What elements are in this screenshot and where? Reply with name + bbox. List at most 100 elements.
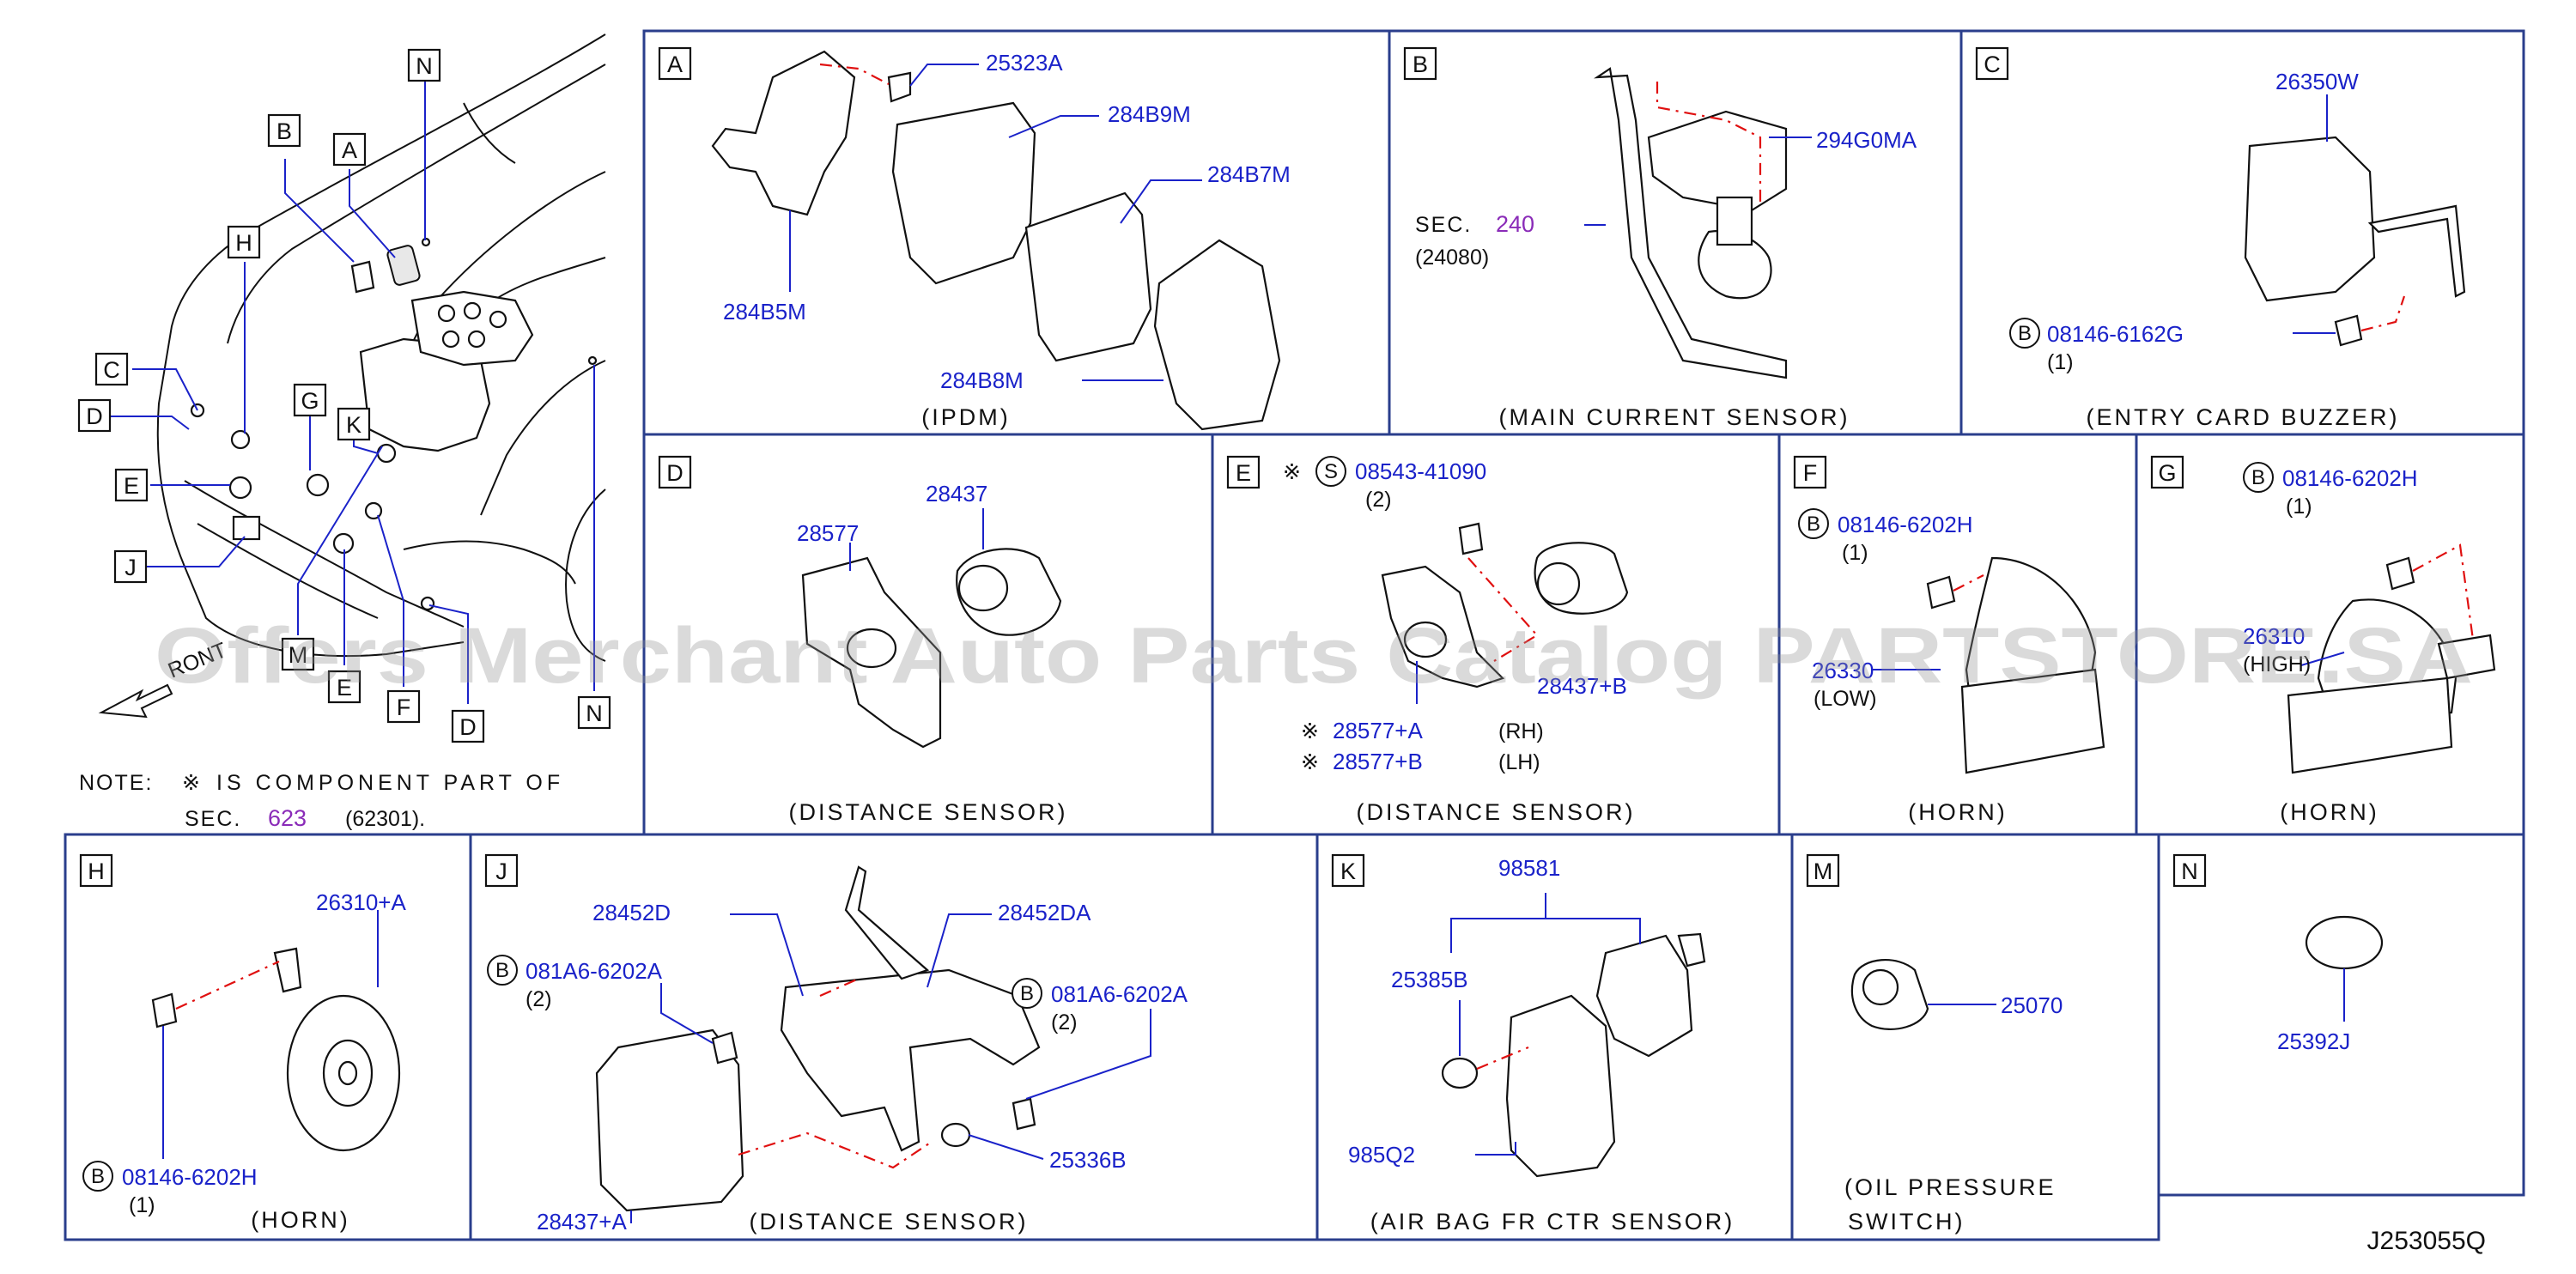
wheel-arch-line xyxy=(480,360,606,516)
part-28452da[interactable]: 28452DA xyxy=(998,900,1091,925)
current-sensor-location xyxy=(350,260,375,294)
panel-j-qty-left: (2) xyxy=(526,987,552,1011)
panel-b-sec-code: (24080) xyxy=(1415,246,1489,270)
svg-text:D: D xyxy=(86,403,103,429)
panel-m-letter: M xyxy=(1814,858,1833,884)
callout-e-bottom[interactable]: E xyxy=(327,670,361,704)
panel-e-qty: (2) xyxy=(1365,488,1392,512)
mirror-line xyxy=(463,102,516,164)
bolt-j-left xyxy=(711,1031,738,1065)
callout-m[interactable]: M xyxy=(281,637,315,671)
callout-n-top[interactable]: N xyxy=(407,48,441,82)
panel-c-letter: C xyxy=(1984,52,2001,77)
part-25070[interactable]: 25070 xyxy=(2001,992,2063,1018)
part-294g0ma[interactable]: 294G0MA xyxy=(1816,127,1917,153)
callout-b[interactable]: B xyxy=(267,113,301,148)
circle-b-symbol-j-right xyxy=(1012,978,1042,1009)
callout-e-left[interactable]: E xyxy=(114,468,149,502)
part-08146-6202h-h[interactable]: 08146-6202H xyxy=(122,1164,258,1190)
part-28437b[interactable]: 28437+B xyxy=(1537,673,1627,699)
part-28437[interactable]: 28437 xyxy=(926,481,987,507)
note-sec-label: SEC. xyxy=(185,807,241,831)
part-284b9m[interactable]: 284B9M xyxy=(1108,101,1191,127)
circle-s-symbol xyxy=(1315,456,1346,487)
bumper-line xyxy=(184,480,465,628)
bolt-f xyxy=(1926,575,1956,610)
callout-a[interactable]: A xyxy=(332,132,367,167)
note-text: IS COMPONENT PART OF xyxy=(216,771,564,795)
svg-text:B: B xyxy=(276,118,292,144)
part-081a6-6202a-right[interactable]: 081A6-6202A xyxy=(1051,981,1188,1007)
part-28577[interactable]: 28577 xyxy=(797,520,859,546)
svg-text:E: E xyxy=(337,675,352,701)
svg-text:M: M xyxy=(289,642,308,668)
part-284b8m[interactable]: 284B8M xyxy=(940,367,1024,393)
panel-k-caption: (AIR BAG FR CTR SENSOR) xyxy=(1370,1209,1735,1235)
car-body-outline xyxy=(156,33,606,658)
panel-e-asterisk-rh: ※ xyxy=(1301,719,1319,743)
part-081a6-6202a-left[interactable]: 081A6-6202A xyxy=(526,958,663,984)
part-28577a[interactable]: 28577+A xyxy=(1333,718,1423,743)
part-284b5m[interactable]: 284B5M xyxy=(723,299,806,325)
panel-g: G B 08146-6202H (1) 26310 (HIGH) (HORN) xyxy=(2150,455,2496,825)
panel-h-caption: (HORN) xyxy=(251,1207,349,1233)
part-08543-41090[interactable]: 08543-41090 xyxy=(1355,458,1486,484)
svg-text:J: J xyxy=(125,555,137,580)
part-26310a[interactable]: 26310+A xyxy=(316,889,406,915)
svg-text:S: S xyxy=(1324,460,1338,483)
callout-j[interactable]: J xyxy=(113,549,148,584)
part-98581[interactable]: 98581 xyxy=(1498,855,1560,881)
part-284b7m[interactable]: 284B7M xyxy=(1207,161,1291,187)
part-26310[interactable]: 26310 xyxy=(2243,623,2305,649)
nut-25385b xyxy=(1441,1057,1479,1089)
callout-g[interactable]: G xyxy=(293,383,327,417)
circle-b-symbol-g xyxy=(2243,462,2274,493)
terminal-post xyxy=(1716,196,1753,246)
part-26350w[interactable]: 26350W xyxy=(2275,69,2359,94)
part-25323a[interactable]: 25323A xyxy=(986,50,1063,76)
callout-c[interactable]: C xyxy=(94,352,129,386)
panel-j-letter: J xyxy=(495,858,507,884)
bolt-08146-6162g xyxy=(2334,314,2363,347)
callout-n-bottom[interactable]: N xyxy=(577,695,611,730)
bolt-g xyxy=(2385,556,2415,591)
callout-k[interactable]: K xyxy=(337,407,371,441)
circle-b-symbol xyxy=(2009,318,2040,349)
svg-text:B: B xyxy=(2018,322,2032,345)
part-08146-6202h-f[interactable]: 08146-6202H xyxy=(1838,512,1973,537)
note-label: NOTE: xyxy=(79,771,153,795)
panel-b-frame xyxy=(1388,29,1963,436)
side-lh: (LH) xyxy=(1498,750,1540,774)
part-25336b[interactable]: 25336B xyxy=(1049,1147,1127,1173)
bracket-arm xyxy=(844,865,930,980)
panel-g-caption: (HORN) xyxy=(2280,799,2379,825)
note-sec-link[interactable]: 623 xyxy=(268,805,307,831)
panel-n-frame xyxy=(2157,833,2525,1197)
part-26330[interactable]: 26330 xyxy=(1812,658,1874,683)
horn-low-note: (LOW) xyxy=(1814,687,1877,711)
panel-e-asterisk: ※ xyxy=(1283,460,1301,484)
callout-f[interactable]: F xyxy=(386,689,421,724)
part-28577b[interactable]: 28577+B xyxy=(1333,749,1423,774)
grommet-25336b xyxy=(940,1122,971,1148)
callout-d-bottom[interactable]: D xyxy=(451,709,485,743)
part-08146-6202h-g[interactable]: 08146-6202H xyxy=(2282,465,2418,491)
panel-b-caption: (MAIN CURRENT SENSOR) xyxy=(1498,404,1850,430)
callout-h[interactable]: H xyxy=(227,225,261,259)
part-28437a[interactable]: 28437+A xyxy=(537,1209,627,1235)
svg-text:B: B xyxy=(2251,466,2265,489)
callout-d-left[interactable]: D xyxy=(77,398,112,433)
panel-b-sec-link[interactable]: 240 xyxy=(1496,211,1534,237)
panel-m-caption: (OIL PRESSURE xyxy=(1844,1174,2057,1200)
part-985q2[interactable]: 985Q2 xyxy=(1348,1142,1415,1168)
panel-g-letter: G xyxy=(2158,460,2176,486)
panel-j-caption: (DISTANCE SENSOR) xyxy=(749,1209,1028,1235)
part-25392j[interactable]: 25392J xyxy=(2277,1028,2350,1054)
bolt-j-right xyxy=(1012,1097,1036,1131)
svg-text:N: N xyxy=(416,53,433,79)
part-28452d[interactable]: 28452D xyxy=(592,900,671,925)
panel-c: C 26350W B 08146-6162G (1) (ENTRY CARD B… xyxy=(1975,46,2466,430)
part-25385b[interactable]: 25385B xyxy=(1391,967,1468,992)
panel-f-qty: (1) xyxy=(1842,541,1868,565)
part-08146-6162g[interactable]: 08146-6162G xyxy=(2047,321,2184,347)
